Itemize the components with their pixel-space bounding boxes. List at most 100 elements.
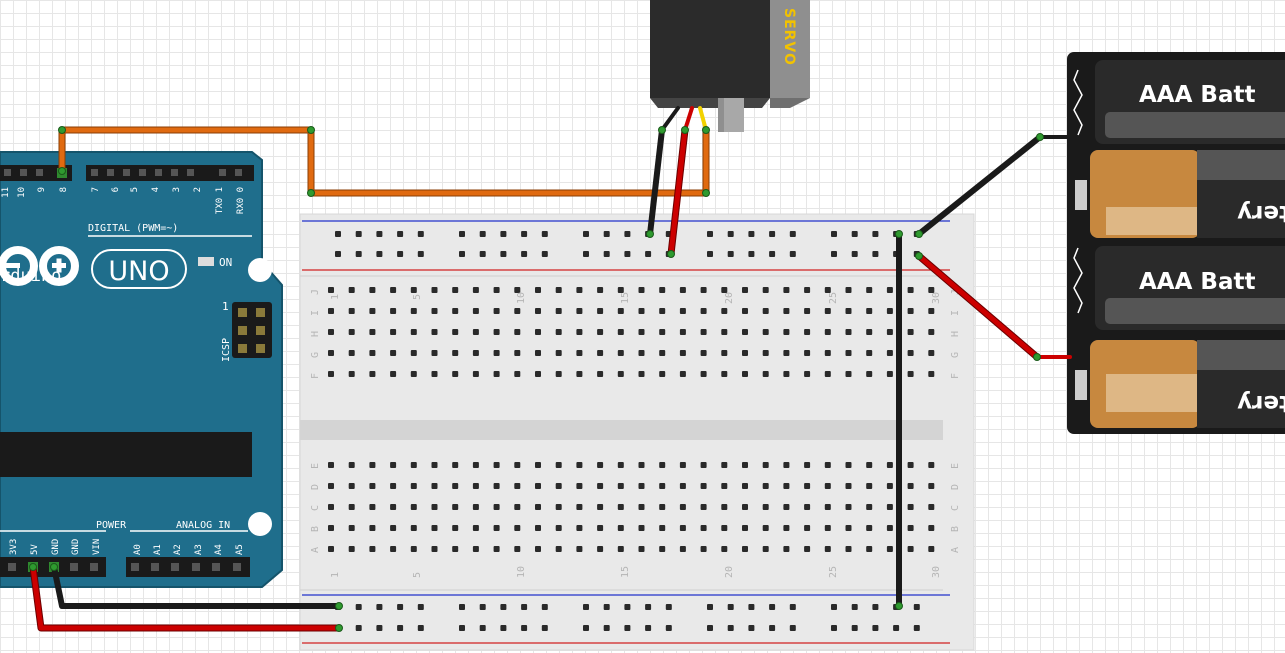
wire-end[interactable] [681,126,689,134]
breadboard-hole[interactable] [679,308,686,314]
breadboard-hole[interactable] [742,504,748,510]
breadboard-hole[interactable] [348,308,355,314]
breadboard-hole[interactable] [431,483,438,489]
breadboard-hole[interactable] [479,625,486,631]
breadboard-hole[interactable] [376,251,383,257]
breadboard-hole[interactable] [665,604,672,610]
breadboard-hole[interactable] [514,546,521,552]
breadboard-hole[interactable] [390,350,397,356]
breadboard-hole[interactable] [928,504,935,510]
breadboard-hole[interactable] [348,525,355,531]
breadboard-hole[interactable] [555,483,562,489]
breadboard-hole[interactable] [707,604,713,610]
breadboard-hole[interactable] [583,251,589,257]
breadboard-hole[interactable] [851,231,858,237]
breadboard-hole[interactable] [521,604,528,610]
breadboard-hole[interactable] [348,287,355,293]
breadboard-hole[interactable] [762,308,769,314]
breadboard-hole[interactable] [679,462,686,468]
breadboard-hole[interactable] [831,604,837,610]
breadboard-hole[interactable] [824,287,831,293]
breadboard-hole[interactable] [417,604,424,610]
breadboard-hole[interactable] [493,504,500,510]
breadboard-hole[interactable] [742,462,748,468]
breadboard-hole[interactable] [617,371,624,377]
breadboard-hole[interactable] [535,546,541,552]
breadboard-hole[interactable] [521,625,528,631]
breadboard-hole[interactable] [907,546,914,552]
breadboard-hole[interactable] [535,350,541,356]
breadboard-hole[interactable] [452,483,459,489]
breadboard-hole[interactable] [617,308,624,314]
breadboard-hole[interactable] [493,462,500,468]
breadboard-hole[interactable] [831,625,837,631]
breadboard-hole[interactable] [355,231,362,237]
breadboard-hole[interactable] [907,308,914,314]
breadboard-hole[interactable] [700,371,707,377]
breadboard-hole[interactable] [390,462,397,468]
breadboard-hole[interactable] [769,625,776,631]
breadboard-hole[interactable] [535,483,541,489]
breadboard-hole[interactable] [555,371,562,377]
breadboard-hole[interactable] [493,350,500,356]
breadboard-hole[interactable] [417,251,424,257]
breadboard-hole[interactable] [824,525,831,531]
breadboard-hole[interactable] [390,371,397,377]
breadboard-hole[interactable] [886,483,893,489]
breadboard-hole[interactable] [886,546,893,552]
breadboard-hole[interactable] [431,462,438,468]
breadboard-hole[interactable] [583,604,589,610]
breadboard-hole[interactable] [913,625,920,631]
breadboard-hole[interactable] [638,546,645,552]
breadboard-hole[interactable] [638,329,645,335]
breadboard-hole[interactable] [824,462,831,468]
breadboard-hole[interactable] [431,525,438,531]
breadboard-hole[interactable] [472,329,479,335]
breadboard-hole[interactable] [659,308,666,314]
breadboard-hole[interactable] [597,483,604,489]
breadboard-hole[interactable] [645,251,652,257]
breadboard-hole[interactable] [514,350,521,356]
breadboard-hole[interactable] [804,483,811,489]
breadboard-hole[interactable] [452,308,459,314]
breadboard-hole[interactable] [390,287,397,293]
breadboard-hole[interactable] [390,546,397,552]
breadboard-hole[interactable] [576,329,583,335]
breadboard-hole[interactable] [742,525,748,531]
breadboard-hole[interactable] [410,546,417,552]
breadboard-hole[interactable] [397,625,404,631]
wire-bend[interactable] [307,189,315,197]
breadboard-hole[interactable] [742,483,748,489]
breadboard-hole[interactable] [928,329,935,335]
arduino-5v-wire[interactable] [30,564,342,631]
breadboard-hole[interactable] [328,371,334,377]
breadboard-hole[interactable] [824,504,831,510]
breadboard-hole[interactable] [576,525,583,531]
breadboard-hole[interactable] [624,604,631,610]
breadboard-hole[interactable] [866,483,873,489]
wire-end[interactable] [915,252,923,260]
breadboard-hole[interactable] [866,371,873,377]
breadboard-hole[interactable] [845,350,852,356]
breadboard-hole[interactable] [789,231,796,237]
breadboard-hole[interactable] [376,604,383,610]
breadboard-hole[interactable] [417,231,424,237]
breadboard-hole[interactable] [721,329,728,335]
breadboard-hole[interactable] [624,231,631,237]
breadboard-hole[interactable] [500,625,507,631]
breadboard-hole[interactable] [603,251,610,257]
breadboard-hole[interactable] [369,308,376,314]
breadboard-hole[interactable] [804,504,811,510]
breadboard-hole[interactable] [700,525,707,531]
breadboard-hole[interactable] [727,251,734,257]
breadboard-hole[interactable] [872,604,879,610]
breadboard-hole[interactable] [479,251,486,257]
breadboard-hole[interactable] [783,504,790,510]
breadboard-hole[interactable] [789,625,796,631]
wire-end[interactable] [1036,133,1044,141]
breadboard-hole[interactable] [845,483,852,489]
breadboard-hole[interactable] [783,350,790,356]
breadboard-hole[interactable] [824,483,831,489]
breadboard-hole[interactable] [328,462,334,468]
breadboard-hole[interactable] [769,231,776,237]
